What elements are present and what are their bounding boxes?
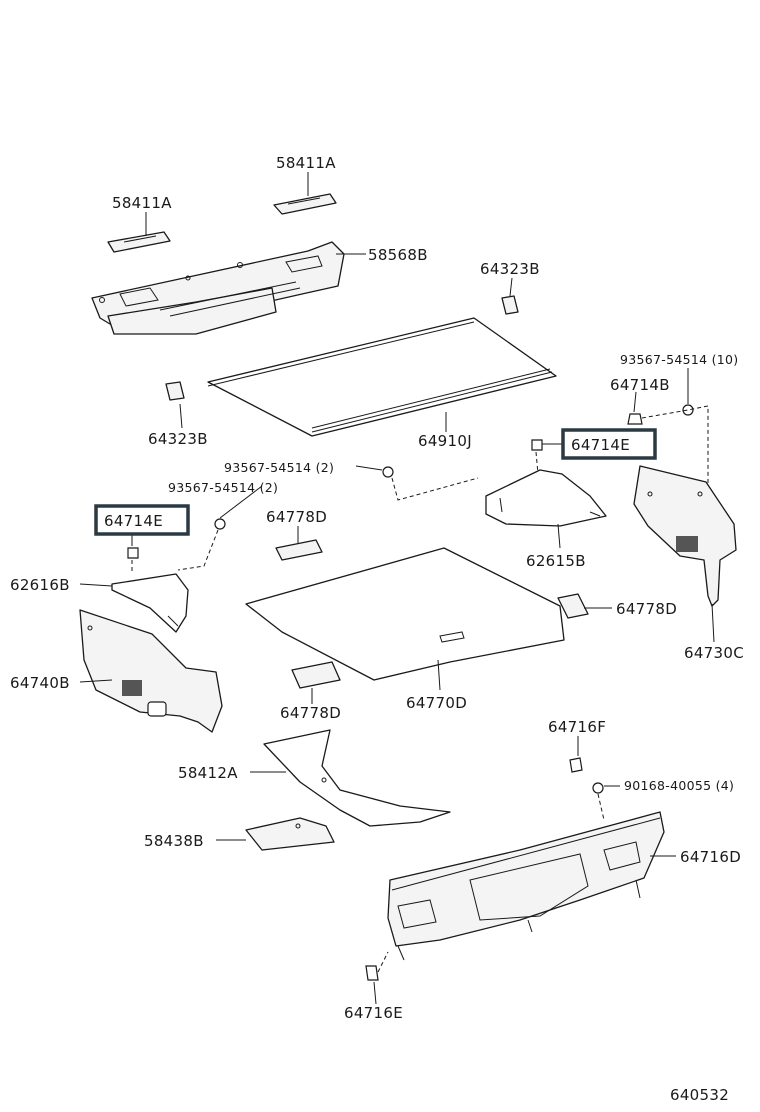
part-93567-screw-left[interactable] — [214, 518, 226, 530]
label-64740B: 64740B — [10, 674, 70, 692]
label-64770D: 64770D — [406, 694, 467, 712]
label-64716E: 64716E — [344, 1004, 403, 1022]
label-64716D: 64716D — [680, 848, 741, 866]
highlight-box-64714E-right — [561, 428, 657, 460]
label-64778D-top: 64778D — [266, 508, 327, 526]
label-64714E-left: 64714E — [104, 512, 163, 530]
part-58411A-left[interactable] — [107, 231, 171, 253]
leader-lines — [79, 172, 715, 1005]
label-64323B-top: 64323B — [480, 260, 540, 278]
label-64730C: 64730C — [684, 644, 744, 662]
label-64778D-right: 64778D — [616, 600, 677, 618]
label-93567-54514-2b: 93567-54514 (2) — [168, 480, 278, 495]
part-64323B-clip-bottom[interactable] — [165, 381, 185, 401]
part-64910J-package-tray-trim[interactable] — [207, 317, 557, 437]
part-64778D-pad-right[interactable] — [557, 593, 589, 619]
highlight-box-64714E-left — [94, 504, 190, 536]
part-64716E-clip[interactable] — [365, 965, 379, 981]
label-58412A: 58412A — [178, 764, 238, 782]
label-62616B: 62616B — [10, 576, 70, 594]
label-58568B: 58568B — [368, 246, 428, 264]
part-64714E-clip-left[interactable] — [127, 547, 139, 559]
part-64714E-clip-right[interactable] — [531, 439, 543, 451]
label-64323B-bottom: 64323B — [148, 430, 208, 448]
part-64323B-clip-top[interactable] — [501, 295, 519, 315]
part-58438B-panel[interactable] — [245, 817, 335, 851]
part-62615B-cover[interactable] — [485, 469, 607, 527]
part-64778D-pad-top[interactable] — [275, 539, 323, 561]
label-64910J: 64910J — [418, 432, 472, 450]
part-64714B-clip[interactable] — [627, 413, 643, 425]
part-93567-screw-middle[interactable] — [382, 466, 394, 478]
label-64778D-bottom: 64778D — [280, 704, 341, 722]
part-64778D-pad-bottom[interactable] — [291, 661, 341, 689]
label-64716F: 64716F — [548, 718, 606, 736]
part-58568B-tray-panel[interactable] — [91, 241, 345, 335]
part-64740B-side-trim[interactable] — [79, 609, 223, 733]
part-93567-screw-top[interactable] — [682, 404, 694, 416]
part-64716F-clip[interactable] — [569, 757, 583, 773]
label-58438B: 58438B — [144, 832, 204, 850]
part-62616B-cover[interactable] — [111, 573, 189, 633]
label-64714B: 64714B — [610, 376, 670, 394]
part-64730C-side-trim[interactable] — [633, 465, 737, 607]
label-93567-54514-10: 93567-54514 (10) — [620, 352, 738, 367]
part-58412A-panel[interactable] — [263, 729, 451, 827]
label-58411A-right: 58411A — [276, 154, 336, 172]
part-64716D-rear-trim[interactable] — [387, 811, 665, 961]
part-90168-screw[interactable] — [592, 782, 604, 794]
label-93567-54514-2a: 93567-54514 (2) — [224, 460, 334, 475]
part-58411A-right[interactable] — [273, 193, 337, 215]
figure-code: 640532 — [670, 1086, 729, 1104]
label-64714E-right: 64714E — [571, 436, 630, 454]
part-64770D-floor-mat[interactable] — [245, 547, 565, 681]
label-62615B: 62615B — [526, 552, 586, 570]
label-58411A-left: 58411A — [112, 194, 172, 212]
label-90168-40055-4: 90168-40055 (4) — [624, 778, 734, 793]
